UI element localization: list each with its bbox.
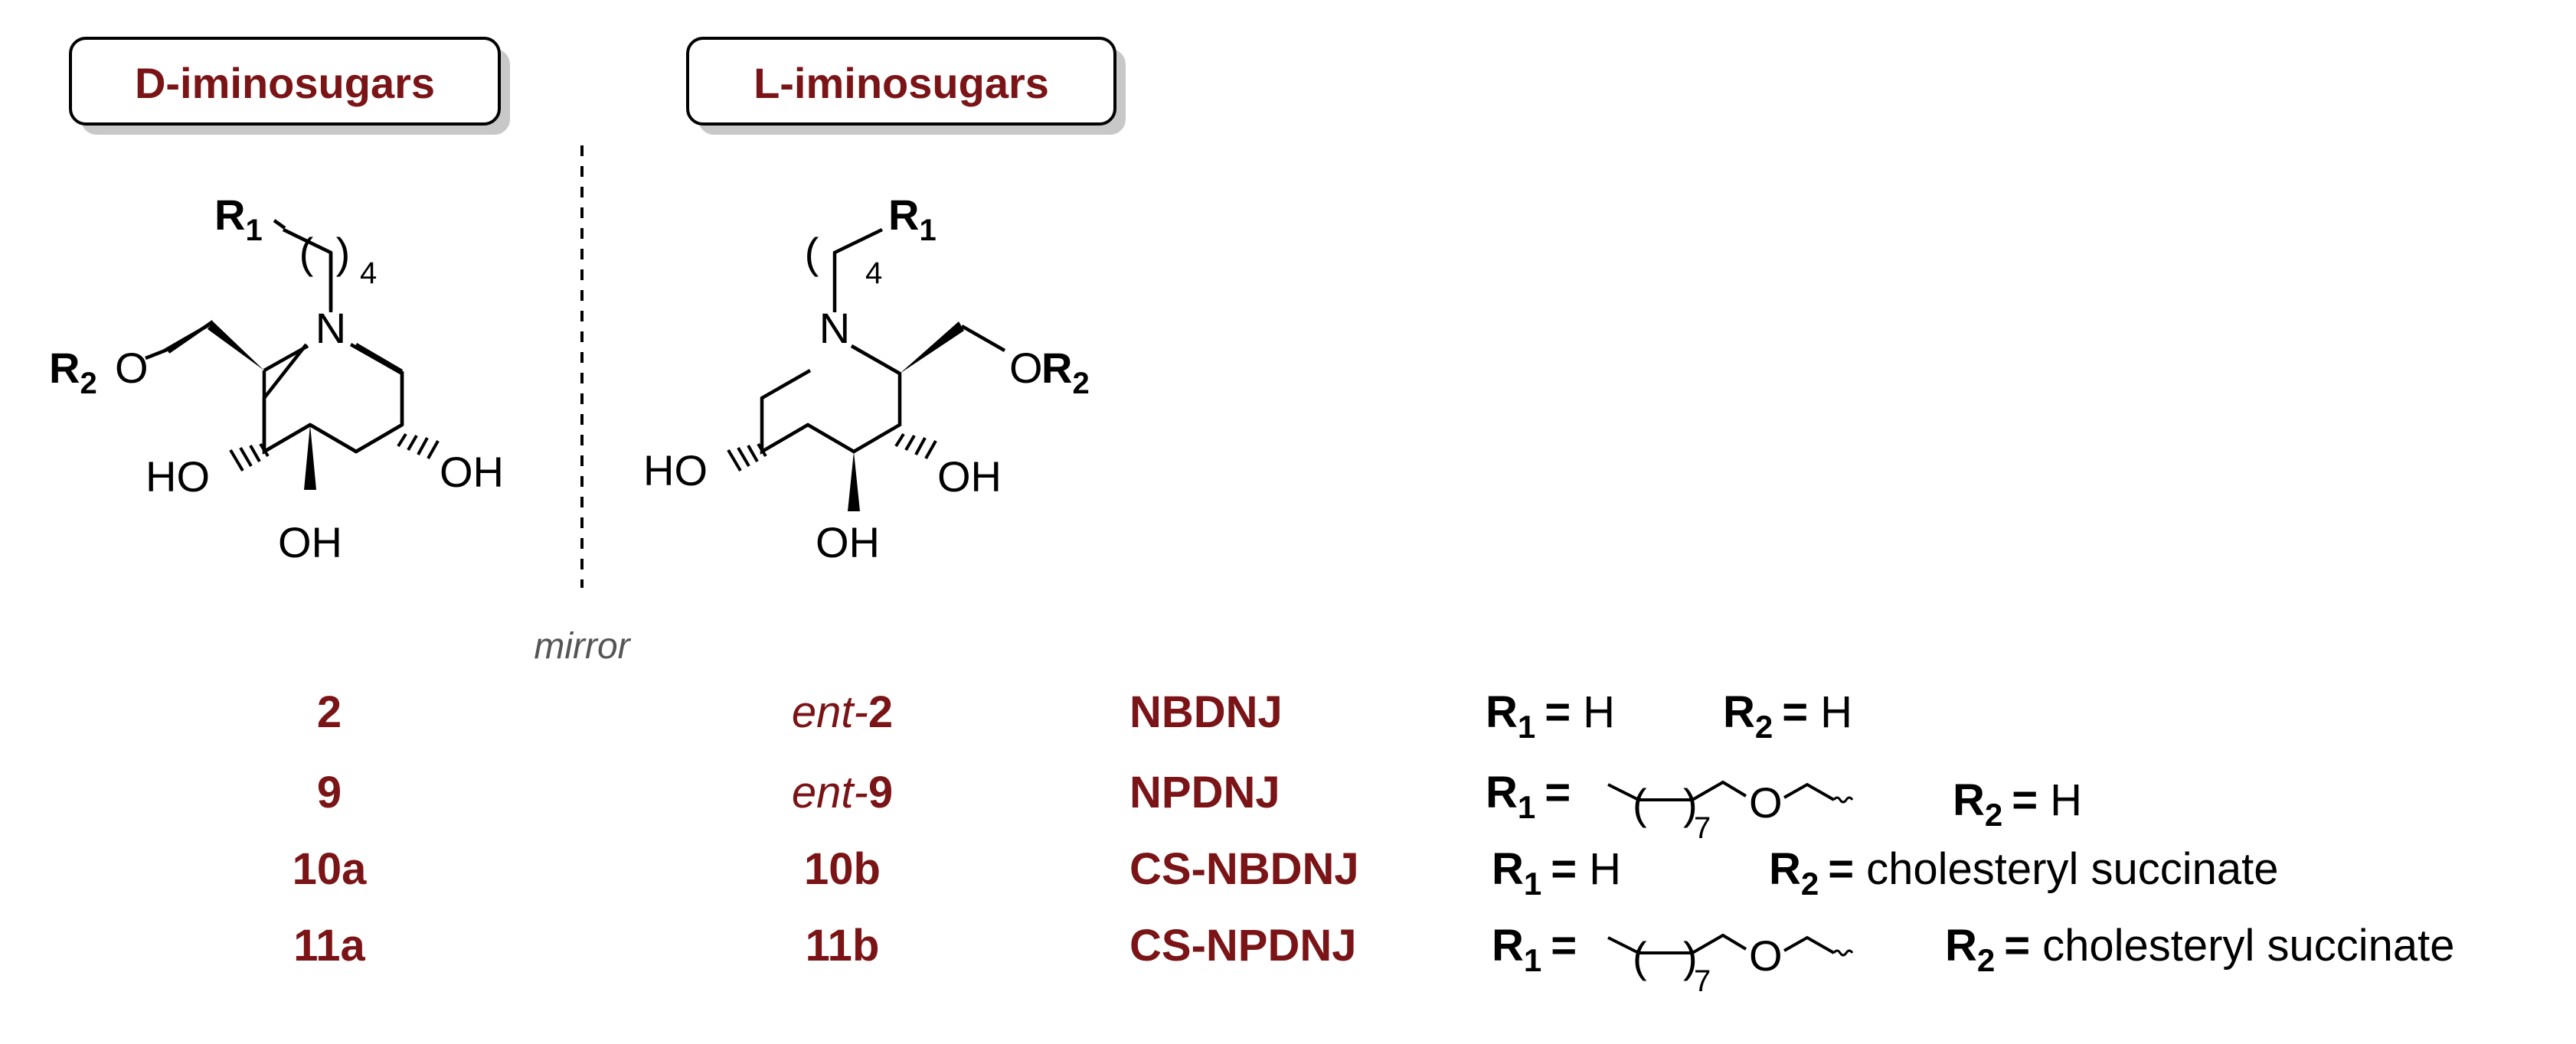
l-iminosugars-label: L-iminosugars xyxy=(754,59,1049,107)
compound-name: NBDNJ xyxy=(1129,687,1283,737)
r2-substituent: R2=H xyxy=(1723,687,1852,745)
table-row: 11a 11b CS-NPDNJ R1= ( ) 7 O R2=choleste… xyxy=(293,921,2454,998)
d-paren-close: ) xyxy=(336,229,351,277)
d-ho-left: HO xyxy=(145,452,210,501)
compound-name: CS-NBDNJ xyxy=(1129,844,1359,894)
l-iminosugar-structure: N ( 4 R1 O R2 HO OH OH xyxy=(643,191,1090,566)
l-compound-id: 11b xyxy=(806,921,880,971)
d-r1-label: R1 xyxy=(214,191,263,247)
r2-substituent: R2=cholesteryl succinate xyxy=(1945,921,2455,978)
chain-oxygen: O xyxy=(1749,778,1783,827)
d-oh-bottom: OH xyxy=(278,518,342,566)
l-compound-id: 10b xyxy=(804,844,881,894)
r1-substituent: R1=H xyxy=(1492,844,1621,902)
r1-substituent: R1= xyxy=(1492,921,1577,978)
r1-alkyl-ether-chain: ( ) 7 O xyxy=(1607,778,1854,845)
table-row: 10a 10b CS-NBDNJ R1=H R2=cholesteryl suc… xyxy=(293,844,2279,902)
d-structure-detail: N ( ) 4 R1 R2 O HO OH OH xyxy=(49,191,504,566)
d-compound-id: 9 xyxy=(317,768,342,817)
chain-paren-open: ( xyxy=(1633,780,1647,828)
compound-name: CS-NPDNJ xyxy=(1129,921,1357,971)
chain-repeat-count: 7 xyxy=(1694,811,1711,845)
l-iminosugars-header: L-iminosugars xyxy=(686,37,1126,135)
l-r2-label: R2 xyxy=(1041,344,1090,400)
compound-table: 2 ent-2 NBDNJ R1=H R2=H 9 ent-9 NPDNJ R1… xyxy=(293,687,2455,998)
l-oh-bottom: OH xyxy=(816,518,880,566)
d-compound-id: 11a xyxy=(293,921,365,971)
r1-substituent: R1= xyxy=(1486,768,1571,825)
table-row: 9 ent-9 NPDNJ R1= ( ) 7 O R2=H xyxy=(317,768,2082,845)
d-oh-right: OH xyxy=(440,448,504,496)
l-repeat-count: 4 xyxy=(865,256,882,290)
chain-oxygen: O xyxy=(1749,931,1783,980)
r1-alkyl-ether-chain: ( ) 7 O xyxy=(1607,931,1854,998)
d-compound-id: 2 xyxy=(317,687,342,737)
d-iminosugars-header: D-iminosugars xyxy=(69,37,510,135)
table-row: 2 ent-2 NBDNJ R1=H R2=H xyxy=(317,687,1852,745)
d-compound-id: 10a xyxy=(293,844,368,894)
r2-substituent: R2=H xyxy=(1953,775,2082,833)
l-compound-id: ent-9 xyxy=(792,768,893,817)
d-r2-label: R2 xyxy=(49,344,97,400)
r1-substituent: R1=H xyxy=(1486,687,1615,745)
chain-paren-close: ) xyxy=(1683,933,1698,981)
compound-name: NPDNJ xyxy=(1129,768,1280,817)
chain-paren-close: ) xyxy=(1683,780,1698,828)
l-r1-label: R1 xyxy=(888,191,937,247)
attachment-wavy-bond xyxy=(1832,796,1854,804)
d-oxygen: O xyxy=(115,344,149,392)
d-repeat-count: 4 xyxy=(360,256,377,290)
attachment-wavy-bond xyxy=(1832,949,1854,957)
chain-repeat-count: 7 xyxy=(1694,964,1711,998)
r2-substituent: R2=cholesteryl succinate xyxy=(1769,844,2279,902)
l-oxygen: O xyxy=(1009,344,1043,392)
mirror-label: mirror xyxy=(534,626,631,667)
l-compound-id: ent-2 xyxy=(792,687,893,737)
l-oh-right: OH xyxy=(937,452,1002,501)
l-paren-open: ( xyxy=(805,229,819,277)
d-iminosugars-label: D-iminosugars xyxy=(135,59,435,107)
chain-paren-open: ( xyxy=(1633,933,1647,981)
d-paren-open: ( xyxy=(299,229,314,277)
l-ho-left: HO xyxy=(643,446,708,494)
